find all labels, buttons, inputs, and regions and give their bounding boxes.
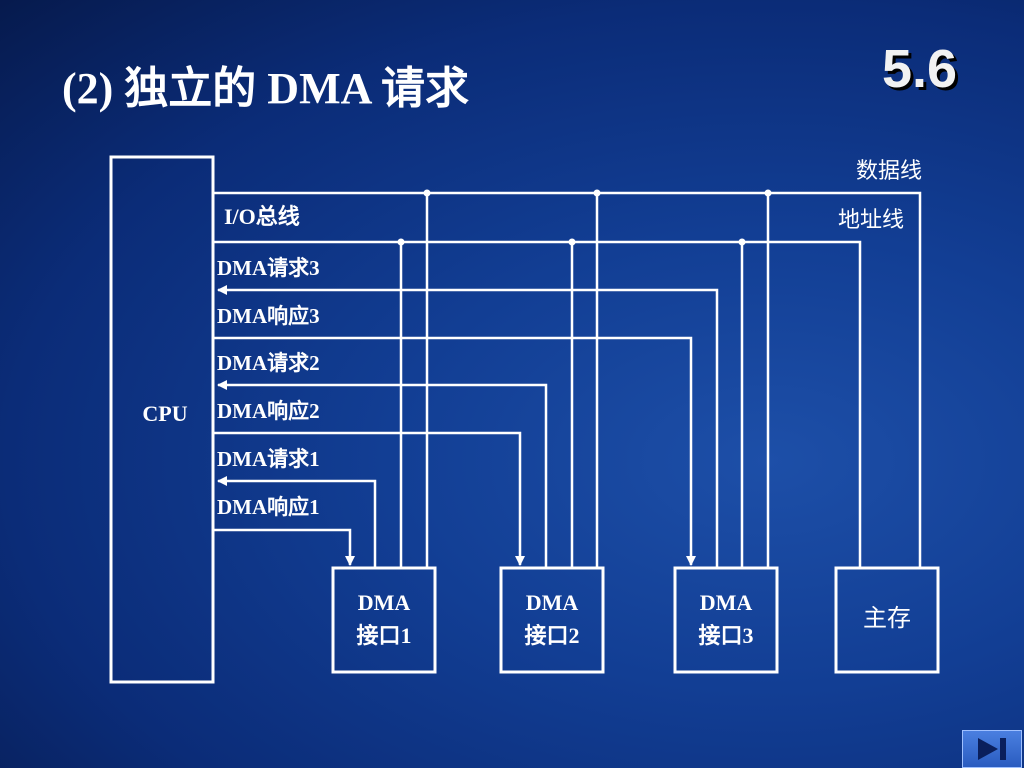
main-memory-box [834, 566, 940, 674]
io-bus-label: I/O总线 [224, 204, 300, 229]
signal-label-request-2: DMA请求2 [217, 351, 320, 375]
play-next-icon [978, 738, 1006, 760]
slide-title: (2) 独立的 DMA 请求 [62, 64, 469, 113]
signal-label-request-3: DMA请求3 [217, 256, 320, 280]
dma-interface-2-box [499, 566, 605, 674]
interface-2-label-line1: DMA [526, 590, 579, 615]
dma-request-3-line [217, 285, 719, 568]
interface-3-label-line1: DMA [700, 590, 753, 615]
dma-response-2-line [213, 431, 525, 566]
interface-3-label-line2: 接口3 [698, 623, 753, 648]
cpu-label: CPU [142, 401, 187, 426]
signal-label-response-2: DMA响应2 [217, 399, 320, 423]
main-memory-label: 主存 [863, 605, 911, 632]
dma-response-1-line [213, 528, 355, 566]
signal-label-response-3: DMA响应3 [217, 304, 320, 328]
dma-interface-1-box [331, 566, 437, 674]
dma-response-3-line [213, 336, 696, 566]
cpu-box [109, 155, 215, 684]
interface-1-label-line2: 接口1 [356, 623, 411, 648]
interface-2-label-line2: 接口2 [524, 623, 579, 648]
signal-label-response-1: DMA响应1 [217, 495, 320, 519]
address-line [213, 240, 862, 568]
dma-interface-3-box [673, 566, 779, 674]
data-line [213, 191, 922, 568]
data-line-label: 数据线 [856, 158, 922, 183]
section-number: 5.6 [882, 39, 958, 99]
signal-label-request-1: DMA请求1 [217, 447, 320, 471]
dma-request-1-line [217, 476, 377, 568]
address-line-label: 地址线 [838, 207, 904, 232]
interface-1-label-line1: DMA [358, 590, 411, 615]
next-slide-button[interactable] [962, 730, 1022, 768]
dma-request-2-line [217, 380, 548, 568]
